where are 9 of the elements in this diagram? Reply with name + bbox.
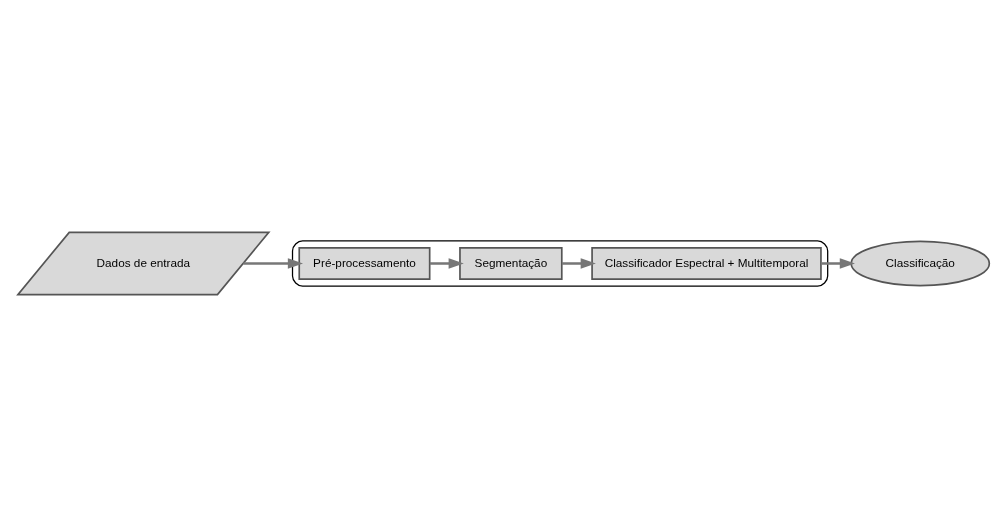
node-box: Segmentação	[459, 247, 563, 280]
node-box: Pré-processamento	[298, 247, 431, 280]
cluster	[291, 240, 829, 287]
node-box: Classificador Espectral + Multitemporal	[591, 247, 822, 280]
arrow	[429, 258, 464, 269]
arrow	[243, 258, 303, 269]
arrow	[561, 258, 596, 269]
arrow	[821, 258, 855, 269]
node-ellipse: Classificação	[850, 240, 991, 287]
